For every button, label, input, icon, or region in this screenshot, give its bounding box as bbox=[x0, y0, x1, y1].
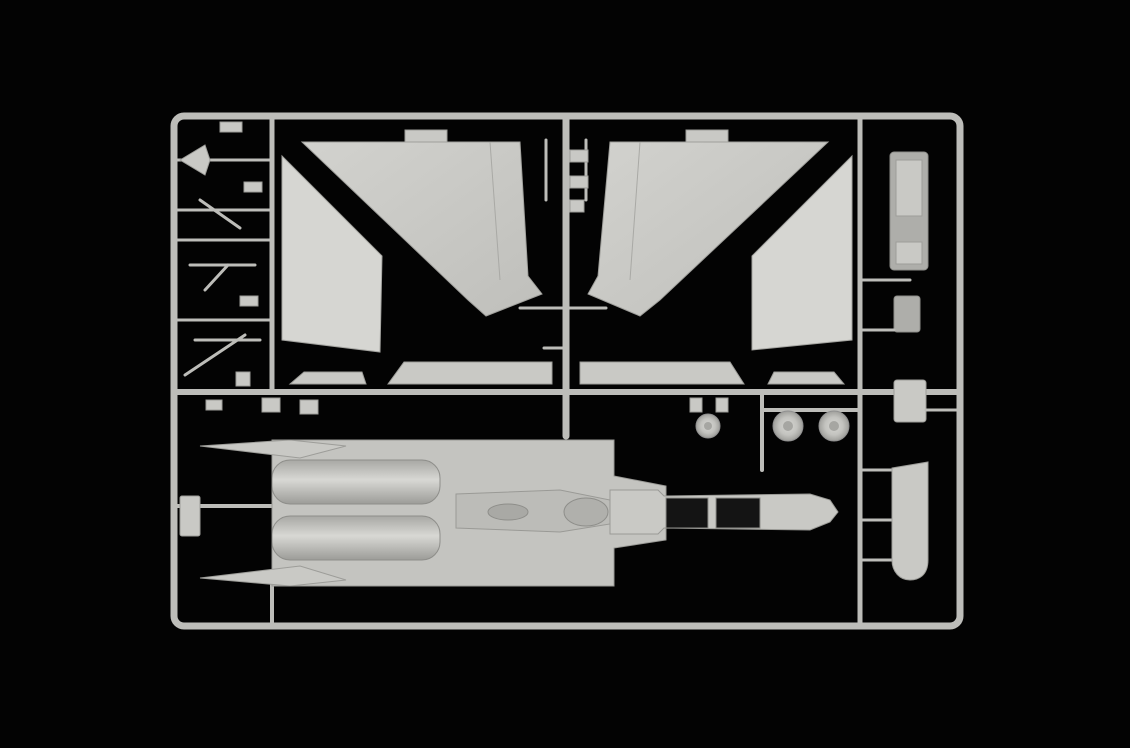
small-part bbox=[205, 399, 223, 411]
small-part bbox=[243, 181, 263, 193]
right-flap-part bbox=[579, 361, 745, 385]
engine-nacelle-lower bbox=[271, 515, 441, 561]
small-part bbox=[235, 371, 251, 387]
landing-gear-parts bbox=[689, 397, 850, 442]
small-part bbox=[239, 295, 259, 307]
left-flap-part bbox=[387, 361, 553, 385]
right-column-parts bbox=[858, 151, 962, 581]
small-part bbox=[219, 121, 243, 133]
tail-boom-upper bbox=[199, 439, 347, 459]
left-small-flap-part bbox=[288, 371, 367, 385]
right-wing-part bbox=[587, 129, 830, 317]
left-wing-part bbox=[300, 129, 543, 317]
instrument-panel-part bbox=[893, 379, 927, 423]
small-part bbox=[261, 397, 281, 413]
small-box-part bbox=[893, 295, 921, 333]
small-part bbox=[299, 399, 319, 415]
sprue-frame bbox=[170, 112, 964, 630]
antenna-part bbox=[179, 144, 211, 176]
tail-boom-lower bbox=[199, 565, 347, 587]
fuselage-lower-half-part bbox=[179, 439, 839, 587]
center-small-parts bbox=[518, 138, 608, 350]
left-tailplane-part bbox=[281, 154, 383, 353]
small-parts-left bbox=[172, 121, 319, 415]
right-tailplane-part bbox=[751, 154, 853, 351]
engine-nacelle-upper bbox=[271, 459, 441, 505]
cockpit-opening-1 bbox=[665, 497, 709, 529]
cockpit-opening-2 bbox=[715, 497, 761, 529]
part-number-tab bbox=[179, 495, 201, 537]
canopy-part bbox=[891, 461, 929, 581]
right-small-flap-part bbox=[767, 371, 846, 385]
